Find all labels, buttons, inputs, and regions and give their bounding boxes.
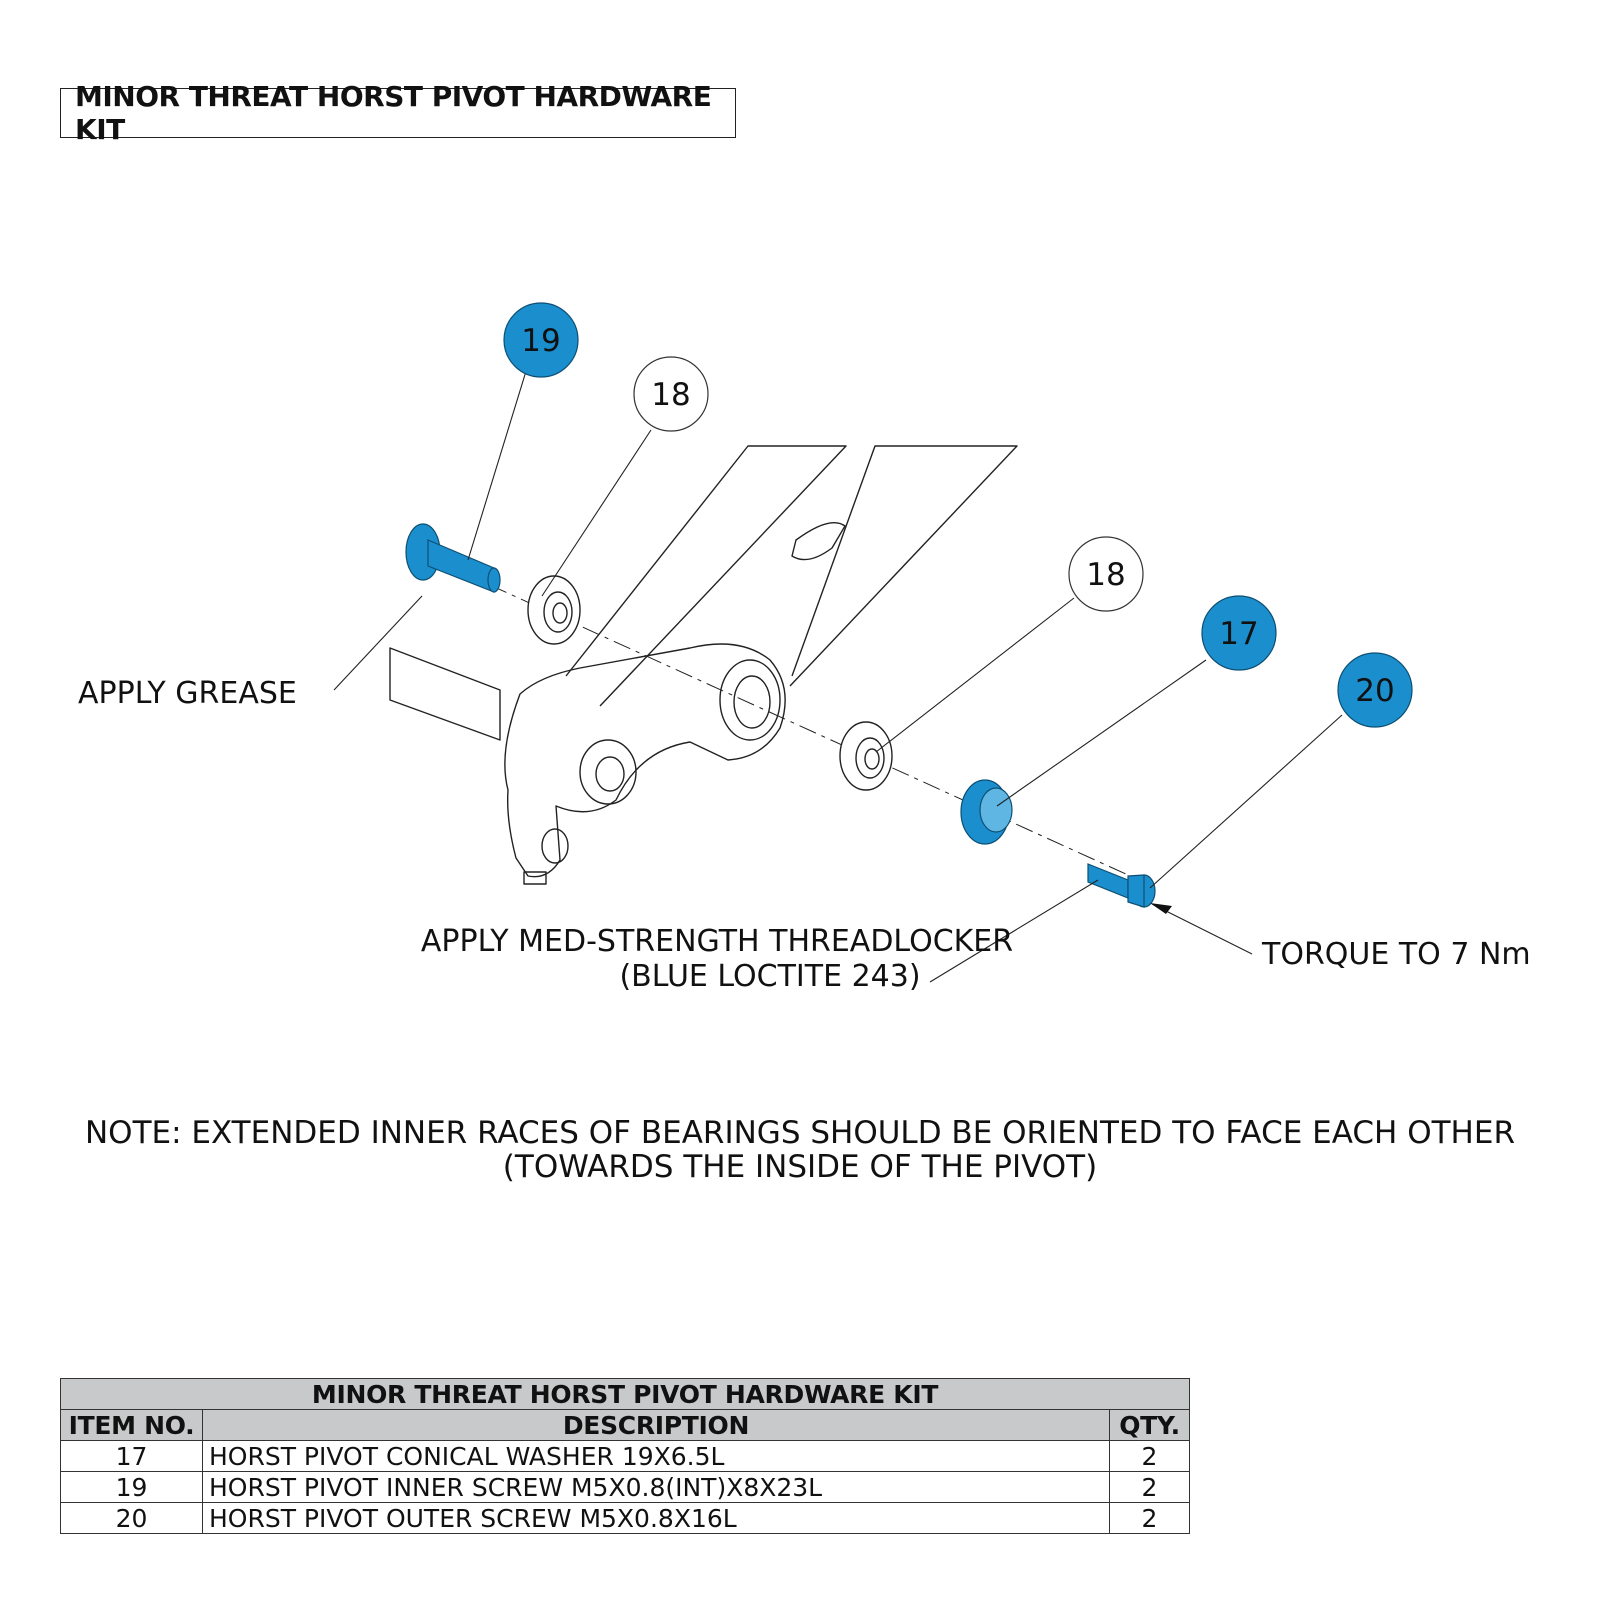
- label-torque: TORQUE TO 7 Nm: [1261, 937, 1531, 972]
- svg-text:17: 17: [1219, 616, 1258, 652]
- seat-stay-outline: [565, 445, 847, 707]
- rear-tube-outline: [389, 647, 501, 741]
- outer-screw-thread: [1087, 863, 1129, 899]
- cell-description: HORST PIVOT CONICAL WASHER 19X6.5L: [202, 1440, 1110, 1472]
- header-description: DESCRIPTION: [202, 1409, 1110, 1441]
- torque-arrow-head: [1150, 903, 1172, 914]
- svg-text:18: 18: [1086, 557, 1125, 593]
- header-qty: QTY.: [1109, 1409, 1190, 1441]
- dropout-hole: [541, 828, 569, 864]
- header-item-no: ITEM NO.: [60, 1409, 203, 1441]
- leader-18b: [875, 597, 1075, 753]
- pivot-bore-inner: [733, 675, 771, 729]
- hardware-kit-table: MINOR THREAT HORST PIVOT HARDWARE KIT IT…: [60, 1378, 1190, 1534]
- note-line-2: (TOWARDS THE INSIDE OF THE PIVOT): [502, 1149, 1098, 1185]
- callout-18-upper: 18: [633, 356, 709, 432]
- note-line-1: NOTE: EXTENDED INNER RACES OF BEARINGS S…: [84, 1115, 1515, 1151]
- leader-20: [1149, 714, 1343, 889]
- leader-17: [996, 659, 1207, 807]
- leader-torque: [1151, 903, 1253, 955]
- lower-bearing-seat: [579, 739, 637, 805]
- cell-item: 19: [60, 1471, 203, 1503]
- chain-stay-outline: [789, 445, 1018, 687]
- table-title: MINOR THREAT HORST PIVOT HARDWARE KIT: [60, 1378, 1190, 1410]
- callout-19: 19: [503, 302, 579, 378]
- dropout-tab: [523, 871, 547, 885]
- label-apply-grease: APPLY GREASE: [78, 676, 297, 711]
- leader-threadlocker: [929, 879, 1099, 983]
- inner-screw-shank: [427, 539, 495, 593]
- callout-20: 20: [1337, 652, 1413, 728]
- table-row: 20 HORST PIVOT OUTER SCREW M5X0.8X16L 2: [60, 1502, 1190, 1534]
- table-row: 19 HORST PIVOT INNER SCREW M5X0.8(INT)X8…: [60, 1471, 1190, 1503]
- table-row: 17 HORST PIVOT CONICAL WASHER 19X6.5L 2: [60, 1440, 1190, 1472]
- label-threadlocker-line2: (BLUE LOCTITE 243): [619, 959, 920, 994]
- leader-grease: [333, 595, 423, 691]
- cell-item: 17: [60, 1440, 203, 1472]
- cell-item: 20: [60, 1502, 203, 1534]
- assembly-axis: [489, 584, 1151, 886]
- callout-18-lower: 18: [1068, 536, 1144, 612]
- pivot-bore-outline: [719, 659, 781, 741]
- callout-17: 17: [1201, 595, 1277, 671]
- cell-description: HORST PIVOT INNER SCREW M5X0.8(INT)X8X23…: [202, 1471, 1110, 1503]
- cell-qty: 2: [1109, 1502, 1190, 1534]
- svg-text:19: 19: [521, 323, 560, 359]
- leader-19: [467, 367, 528, 561]
- svg-text:18: 18: [651, 377, 690, 413]
- cell-description: HORST PIVOT OUTER SCREW M5X0.8X16L: [202, 1502, 1110, 1534]
- svg-text:20: 20: [1355, 673, 1394, 709]
- cell-qty: 2: [1109, 1471, 1190, 1503]
- label-threadlocker-line1: APPLY MED-STRENGTH THREADLOCKER: [421, 924, 1013, 959]
- cell-qty: 2: [1109, 1440, 1190, 1472]
- leader-18a: [541, 429, 652, 597]
- slot-outline: [791, 522, 846, 561]
- lower-bearing-inner: [595, 756, 625, 792]
- dropout-outline: [504, 643, 786, 878]
